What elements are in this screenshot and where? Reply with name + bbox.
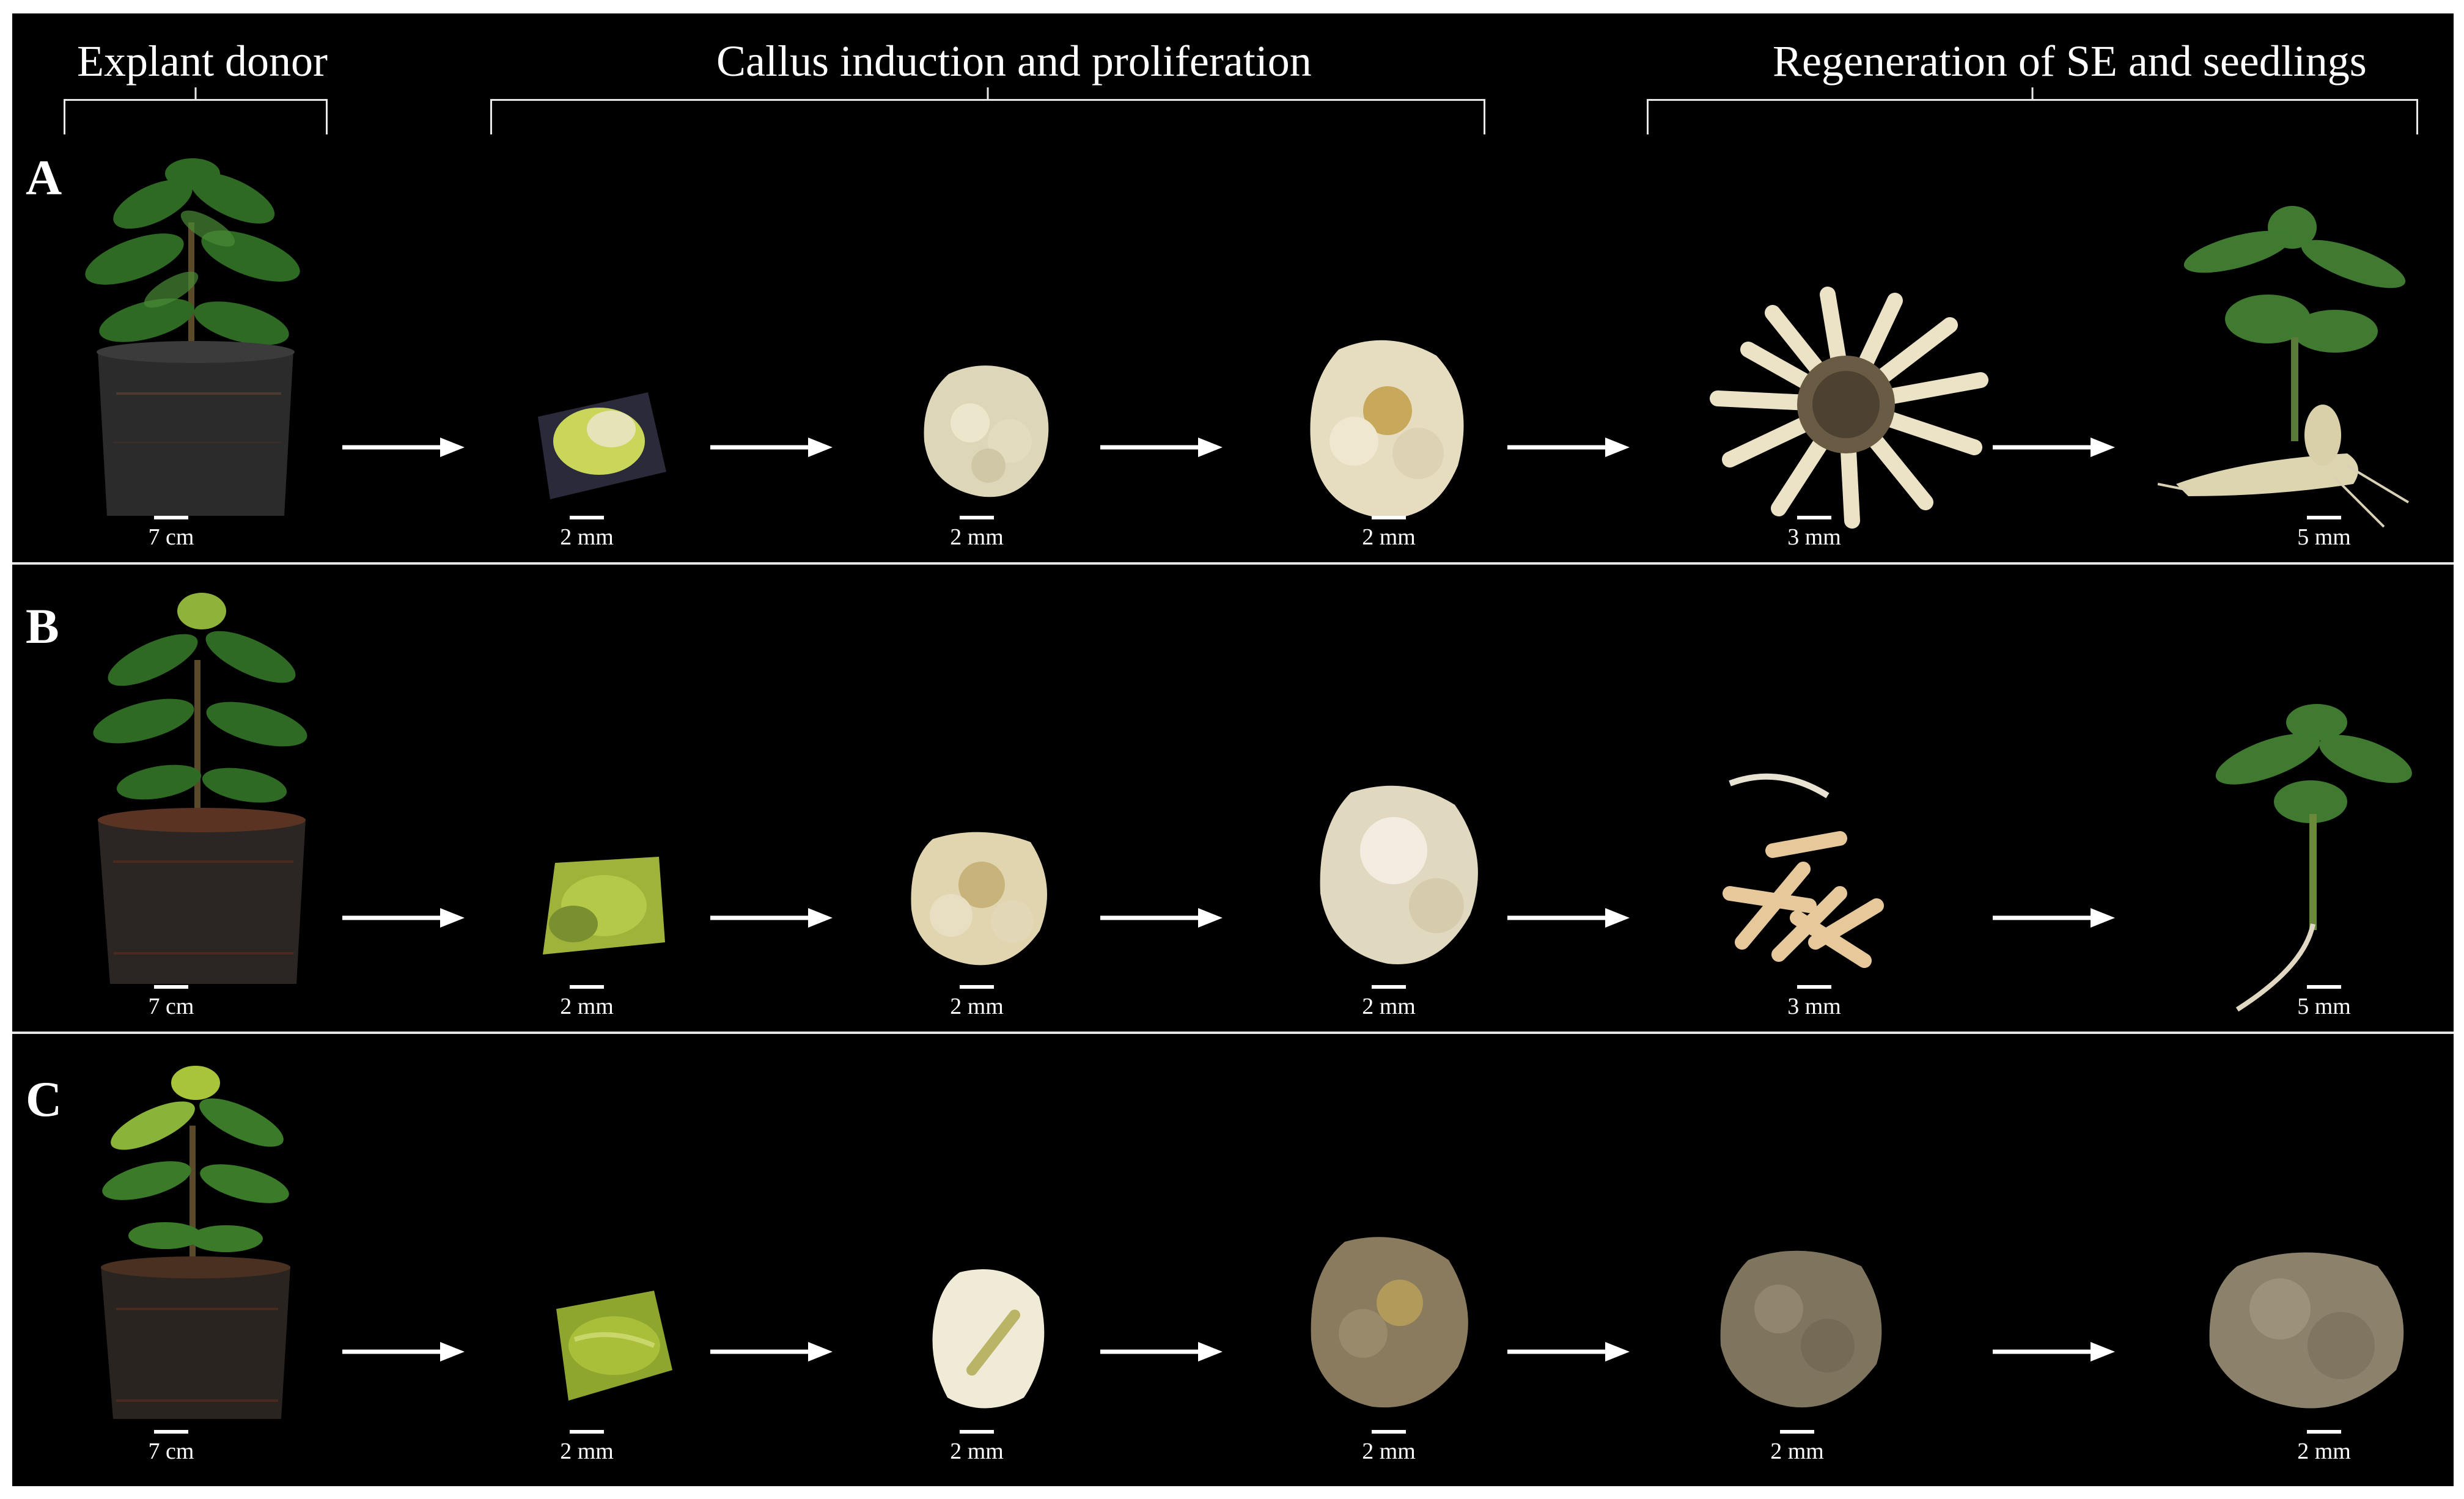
scale-bar-label: 7 cm (148, 1439, 194, 1464)
arrow-icon (1993, 908, 2115, 928)
scale-bar: 2 mm (1352, 516, 1425, 549)
bracket-explant-donor (64, 87, 328, 134)
arrow-icon (710, 438, 833, 457)
scale-bar-label: 3 mm (1787, 994, 1841, 1019)
scale-bar-label: 2 mm (1362, 994, 1416, 1019)
arrow-icon (342, 908, 465, 928)
somatic-embryos-image (1710, 287, 1988, 529)
row-label-a: A (26, 150, 62, 205)
scale-bar-label: 2 mm (2297, 1439, 2351, 1464)
callus-proliferating-image (911, 832, 1047, 966)
scale-bar: 2 mm (940, 516, 1013, 549)
row-divider-ab (12, 562, 2454, 565)
scale-bar-label: 2 mm (1362, 524, 1416, 550)
arrow-icon (1507, 438, 1630, 457)
callus-mature-image (1310, 340, 1464, 518)
callus-mature-image (1311, 1237, 1468, 1408)
scale-bar: 7 cm (134, 516, 208, 549)
scale-bar-label: 2 mm (560, 1439, 614, 1464)
regenerated-seedling-image (2157, 206, 2410, 528)
arrow-icon (710, 1342, 833, 1362)
row-label-b: B (26, 598, 59, 654)
scale-bar-label: 2 mm (560, 994, 614, 1019)
scale-bar-label: 7 cm (148, 994, 194, 1019)
scale-bar: 2 mm (2287, 1430, 2361, 1463)
scale-bar: 5 mm (2287, 516, 2361, 549)
scale-bar-label: 5 mm (2297, 524, 2351, 550)
scale-bar: 3 mm (1778, 985, 1851, 1018)
scale-bar: 2 mm (1352, 985, 1425, 1018)
callus-proliferating-image (932, 1269, 1045, 1409)
scale-bar: 2 mm (940, 1430, 1013, 1463)
callus-explant-image (538, 392, 666, 499)
arrow-icon (1100, 438, 1223, 457)
arrow-icon (1993, 1342, 2115, 1362)
row-divider-bc (12, 1032, 2454, 1034)
scale-bar-label: 2 mm (1362, 1439, 1416, 1464)
header-explant-donor: Explant donor (77, 37, 328, 86)
scale-bar-label: 2 mm (950, 1439, 1004, 1464)
arrow-icon (1100, 908, 1223, 928)
arrow-icon (1993, 438, 2115, 457)
scale-bar-label: 2 mm (950, 524, 1004, 550)
callus-explant-image (543, 857, 665, 955)
donor-plant-image (101, 1066, 290, 1419)
arrow-icon (342, 1342, 465, 1362)
scale-bar-label: 2 mm (950, 994, 1004, 1019)
scale-bar-label: 7 cm (148, 524, 194, 550)
scale-bar-label: 3 mm (1787, 524, 1841, 550)
arrow-icon (1507, 1342, 1630, 1362)
callus-aged-image (2209, 1252, 2404, 1409)
scale-bar: 2 mm (1352, 1430, 1425, 1463)
callus-proliferating-image (924, 365, 1049, 497)
scale-bar-label: 2 mm (1770, 1439, 1824, 1464)
arrow-icon (1507, 908, 1630, 928)
arrow-icon (710, 908, 833, 928)
scale-bar: 2 mm (1760, 1430, 1834, 1463)
callus-explant-image (556, 1291, 672, 1401)
scale-bar: 2 mm (550, 985, 623, 1018)
arrow-icon (342, 438, 465, 457)
scale-bar: 3 mm (1778, 516, 1851, 549)
arrow-icon (1100, 1342, 1223, 1362)
scale-bar: 5 mm (2287, 985, 2361, 1018)
donor-plant-image (93, 593, 307, 984)
row-label-c: C (26, 1071, 62, 1127)
figure-panel: Explant donor Callus induction and proli… (12, 13, 2454, 1486)
header-regeneration: Regeneration of SE and seedlings (1773, 37, 2367, 86)
scale-bar: 2 mm (550, 516, 623, 549)
regenerated-seedling-image (2215, 704, 2412, 1012)
bracket-regeneration (1647, 87, 2418, 134)
header-callus-induction: Callus induction and proliferation (716, 37, 1312, 86)
scale-bar: 7 cm (134, 1430, 208, 1463)
scale-bar: 2 mm (550, 1430, 623, 1463)
bracket-callus (490, 87, 1485, 134)
callus-mature-image (1320, 785, 1478, 964)
scale-bar-label: 2 mm (560, 524, 614, 550)
donor-plant-image (85, 158, 300, 516)
scale-bar: 2 mm (940, 985, 1013, 1018)
somatic-embryos-image (1723, 773, 1884, 968)
scale-bar-label: 5 mm (2297, 994, 2351, 1019)
callus-aged-image (1720, 1250, 1882, 1408)
scale-bar: 7 cm (134, 985, 208, 1018)
